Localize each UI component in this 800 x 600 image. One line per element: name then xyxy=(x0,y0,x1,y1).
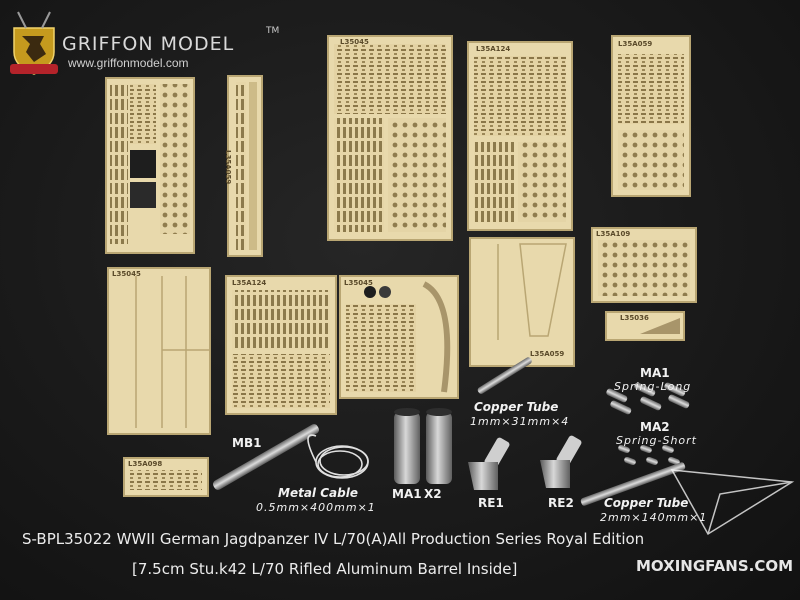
spring-long-parts xyxy=(606,382,690,415)
brand-url: www.griffonmodel.com xyxy=(68,56,189,70)
part-label: MA1 xyxy=(392,487,422,501)
fret-2 xyxy=(327,35,453,241)
brand-name: GRIFFON MODEL xyxy=(62,33,235,55)
fret-1 xyxy=(105,77,195,254)
fret-code: L35A059 xyxy=(224,150,232,185)
fret-code: L35A124 xyxy=(232,279,267,287)
fret-4 xyxy=(611,35,691,197)
product-title: S-BPL35022 WWII German Jagdpanzer IV L/7… xyxy=(22,530,645,548)
fret-strip xyxy=(227,75,263,257)
fret-7 xyxy=(339,275,459,399)
fret-10 xyxy=(605,311,685,341)
fret-code: L35A109 xyxy=(596,230,631,238)
copper-tube-long xyxy=(580,462,686,506)
metal-cable-coil xyxy=(307,434,369,479)
product-subtitle: [7.5cm Stu.k42 L/70 Rifled Aluminum Barr… xyxy=(132,560,518,578)
griffon-logo-icon xyxy=(10,11,58,75)
fret-code: L35036 xyxy=(620,314,649,322)
part-label: Copper Tube xyxy=(604,496,689,510)
part-label: MA2 xyxy=(640,420,670,434)
part-label: Metal Cable xyxy=(278,486,358,500)
part-label: MA1 xyxy=(640,366,670,380)
fret-5 xyxy=(107,267,211,435)
part-label: Copper Tube xyxy=(474,400,559,414)
fret-9 xyxy=(591,227,697,303)
part-label: RE2 xyxy=(548,496,574,510)
fret-code: L35A059 xyxy=(530,350,565,358)
muzzle-brake-parts xyxy=(394,408,452,484)
fret-code: L35045 xyxy=(340,38,369,46)
fret-6 xyxy=(225,275,337,415)
fret-code: L35045 xyxy=(112,270,141,278)
part-label: MB1 xyxy=(232,436,262,450)
trademark-symbol: TM xyxy=(266,26,280,36)
fret-code: L35045 xyxy=(344,279,373,287)
fret-3 xyxy=(467,41,573,231)
part-spec: 2mm×140mm×1 xyxy=(600,511,708,524)
spring-short-parts xyxy=(618,444,680,466)
fret-code: L35A059 xyxy=(618,40,653,48)
copper-tube-small xyxy=(477,357,532,394)
aluminum-barrel xyxy=(213,424,319,490)
fret-11 xyxy=(123,457,209,497)
part-spec: Spring-Long xyxy=(614,380,692,393)
part-label: X2 xyxy=(424,487,442,501)
part-spec: 1mm×31mm×4 xyxy=(470,415,570,428)
resin-part-re1 xyxy=(468,437,510,490)
part-label: RE1 xyxy=(478,496,504,510)
fret-code: L35A098 xyxy=(128,460,163,468)
fret-8 xyxy=(469,237,575,367)
paper-plane-watermark-icon xyxy=(670,469,795,536)
part-spec: Spring-Short xyxy=(616,434,697,447)
fret-code: L35A124 xyxy=(476,45,511,53)
watermark-text: MOXINGFANS.COM xyxy=(636,557,794,575)
resin-part-re2 xyxy=(540,435,582,488)
part-spec: 0.5mm×400mm×1 xyxy=(256,501,376,514)
